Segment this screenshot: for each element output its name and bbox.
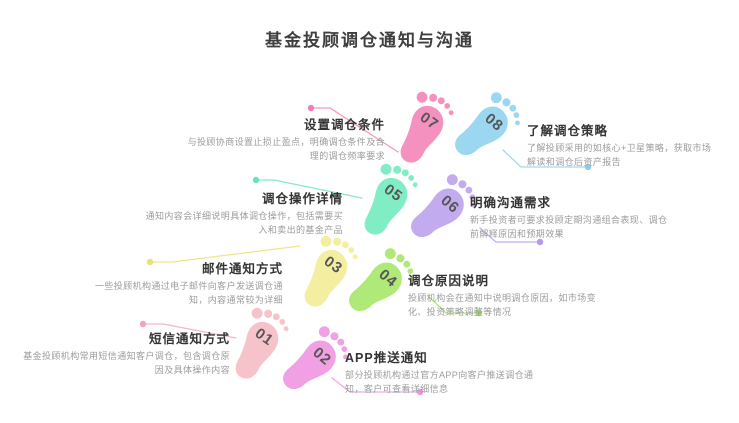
step-text-01: 短信通知方式 基金投顾机构常用短信通知客户调仓，包含调仓原因及具体操作内容	[15, 328, 230, 378]
step-description-02: 部分投顾机构通过官方APP向客户推送调仓通知，客户可查看详细信息	[345, 370, 534, 394]
footprint-icon	[235, 307, 289, 379]
step-title-05: 调仓操作详情	[261, 192, 343, 206]
footprint-icon	[455, 92, 520, 155]
footprint-icon	[364, 163, 418, 235]
footprint-icon	[304, 235, 358, 307]
footprint-03: 03	[284, 227, 368, 320]
footprint-icon	[411, 174, 476, 237]
step-title-02: APP推送通知	[345, 351, 428, 365]
step-text-07: 设置调仓条件 与投顾协商设置止损止盈点，明确调仓条件及合理的调仓频率要求	[180, 114, 385, 164]
step-description-05: 通知内容会详细说明具体调仓操作，包括需要买入和卖出的基金产品	[145, 211, 343, 235]
step-text-05: 调仓操作详情 通知内容会详细说明具体调仓操作，包括需要买入和卖出的基金产品	[138, 188, 343, 238]
step-description-06: 新手投资者可要求投顾定期沟通组合表现、调仓前解释原因和预期效果	[470, 215, 668, 239]
step-title-04: 调仓原因说明	[408, 274, 490, 288]
step-description-01: 基金投顾机构常用短信通知客户调仓，包含调仓原因及具体操作内容	[23, 351, 230, 375]
step-title-03: 邮件通知方式	[201, 262, 283, 276]
step-title-07: 设置调仓条件	[303, 118, 385, 132]
footprint-icon	[400, 91, 454, 163]
step-title-01: 短信通知方式	[148, 332, 230, 346]
connector-dot-07	[307, 104, 315, 112]
footprint-04: 04	[331, 237, 426, 332]
step-text-03: 邮件通知方式 一些投顾机构通过电子邮件向客户发送调仓通知，内容通常较为详细	[78, 258, 283, 308]
step-text-02: APP推送通知 部分投顾机构通过官方APP向客户推送调仓通知，客户可查看详细信息	[345, 347, 545, 397]
footprint-02: 02	[265, 315, 360, 410]
footprint-07: 07	[380, 83, 464, 176]
step-text-08: 了解调仓策略 了解投顾采用的如核心+卫星策略，获取市场解读和调仓后资产报告	[527, 120, 717, 170]
step-description-08: 了解投顾采用的如核心+卫星策略，获取市场解读和调仓后资产报告	[527, 143, 712, 167]
step-description-03: 一些投顾机构通过电子邮件向客户发送调仓通知，内容通常较为详细	[94, 281, 283, 305]
footprint-icon	[283, 326, 348, 389]
step-title-08: 了解调仓策略	[527, 124, 609, 138]
footprint-06: 06	[393, 163, 488, 258]
step-text-06: 明确沟通需求 新手投资者可要求投顾定期沟通组合表现、调仓前解释原因和预期效果	[470, 192, 670, 242]
step-text-04: 调仓原因说明 投顾机构会在通知中说明调仓原因，如市场变化、投资策略调整等情况	[408, 270, 603, 320]
step-title-06: 明确沟通需求	[470, 196, 552, 210]
footprint-01: 01	[215, 299, 299, 392]
page-title: 基金投顾调仓通知与沟通	[265, 31, 474, 50]
footprint-05: 05	[344, 155, 428, 248]
connector-dot-05	[252, 176, 260, 184]
step-description-07: 与投顾协商设置止损止盈点，明确调仓条件及合理的调仓频率要求	[187, 137, 385, 161]
connector-dot-01	[139, 320, 147, 328]
footprint-08: 08	[437, 81, 532, 176]
step-description-04: 投顾机构会在通知中说明调仓原因，如市场变化、投资策略调整等情况	[408, 293, 597, 317]
footprint-icon	[349, 248, 414, 311]
